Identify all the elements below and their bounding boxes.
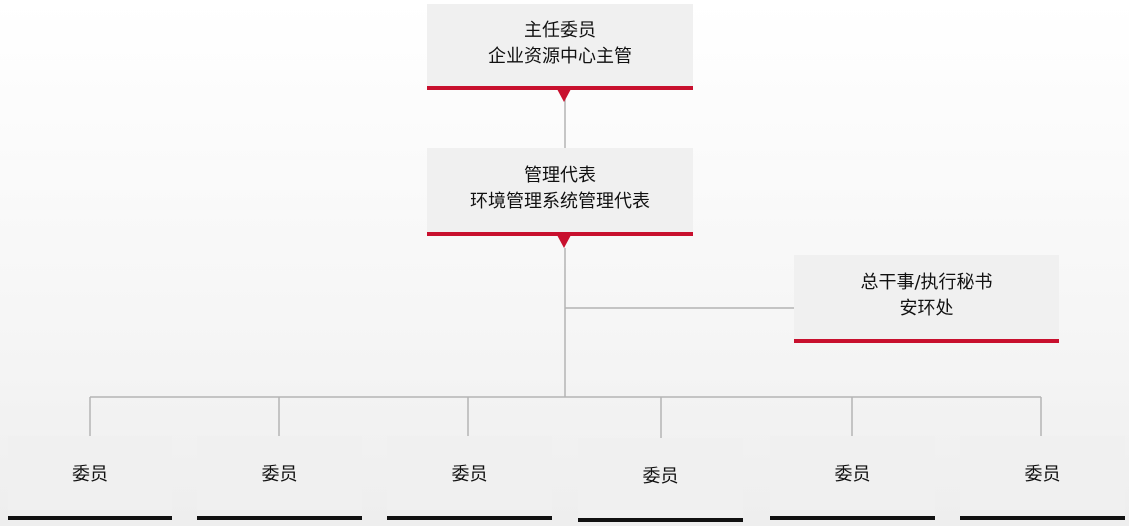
member-box-1: 委员 (8, 436, 172, 520)
member-bar (387, 516, 552, 520)
member-bar (960, 516, 1125, 520)
member-bar (578, 518, 743, 522)
secretary-box: 总干事/执行秘书 安环处 (794, 255, 1059, 343)
member-label: 委员 (72, 464, 108, 485)
member-label: 委员 (834, 464, 871, 485)
member-label: 委员 (642, 466, 679, 487)
member-box-4: 委员 (578, 438, 743, 522)
member-label: 委员 (1024, 464, 1061, 485)
management-rep-accent-bar (427, 232, 693, 236)
secretary-subtitle: 安环处 (899, 298, 954, 319)
member-label: 委员 (261, 464, 298, 485)
member-label: 委员 (451, 464, 488, 485)
chairman-accent-bar (427, 86, 693, 90)
member-box-2: 委员 (197, 436, 362, 520)
secretary-title: 总干事/执行秘书 (860, 272, 993, 293)
chairman-box: 主任委员 企业资源中心主管 (427, 4, 693, 90)
member-bar (8, 516, 172, 520)
secretary-accent-bar (794, 339, 1059, 343)
management-rep-arrow-marker (557, 235, 571, 248)
member-bar (770, 516, 935, 520)
chairman-title: 主任委员 (524, 20, 596, 41)
management-rep-box: 管理代表 环境管理系统管理代表 (427, 148, 693, 236)
member-box-6: 委员 (960, 436, 1125, 520)
member-box-5: 委员 (770, 436, 935, 520)
chairman-subtitle: 企业资源中心主管 (488, 46, 632, 67)
management-rep-subtitle: 环境管理系统管理代表 (470, 191, 650, 212)
member-box-3: 委员 (387, 436, 552, 520)
chairman-arrow-marker (557, 89, 571, 102)
member-bar (197, 516, 362, 520)
management-rep-title: 管理代表 (524, 165, 596, 186)
